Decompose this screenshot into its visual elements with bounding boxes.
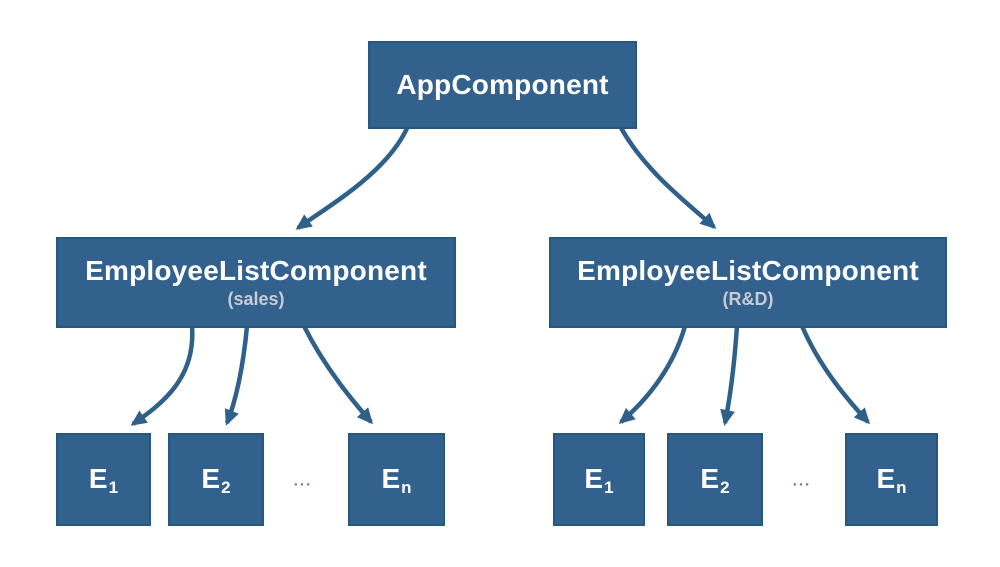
arrow-sales-to-e1	[130, 325, 195, 426]
employee-list-rnd-label: EmployeeListComponent	[577, 255, 919, 287]
app-component-node: AppComponent	[368, 41, 637, 129]
app-component-label: AppComponent	[396, 68, 609, 100]
employee-node-rnd-en-label: En	[876, 463, 907, 498]
employee-node-sales-e2: E2	[168, 433, 264, 526]
employee-list-sales-label: EmployeeListComponent	[85, 255, 427, 287]
arrow-rnd-to-e1	[618, 325, 688, 424]
arrow-app-to-sales	[295, 125, 411, 230]
employee-node-rnd-e2-label: E2	[700, 463, 730, 498]
employee-node-rnd-e2: E2	[667, 433, 763, 526]
employee-node-rnd-e1-label: E1	[584, 463, 614, 498]
arrow-rnd-to-en	[799, 325, 871, 425]
employee-node-sales-en-label: En	[381, 463, 412, 498]
sales-ellipsis: ...	[293, 472, 313, 490]
rnd-ellipsis: ...	[792, 472, 812, 490]
employee-node-sales-e1-label: E1	[88, 463, 119, 498]
arrow-app-to-rnd	[618, 124, 717, 230]
employee-list-sales-sublabel: (sales)	[227, 289, 285, 310]
arrow-sales-to-en	[301, 324, 373, 425]
arrow-rnd-to-e2	[720, 325, 740, 426]
employee-node-sales-e2-label: E2	[201, 463, 231, 498]
employee-node-sales-en: En	[348, 433, 445, 526]
employee-node-rnd-e1: E1	[553, 433, 645, 526]
employee-list-rnd-sublabel: (R&D)	[722, 289, 774, 310]
employee-node-rnd-en: En	[845, 433, 938, 526]
arrow-sales-to-e2	[224, 325, 250, 426]
employee-node-sales-e1: E1	[56, 433, 151, 526]
employee-list-rnd-node: EmployeeListComponent (R&D)	[549, 237, 947, 328]
employee-list-sales-node: EmployeeListComponent (sales)	[56, 237, 456, 328]
